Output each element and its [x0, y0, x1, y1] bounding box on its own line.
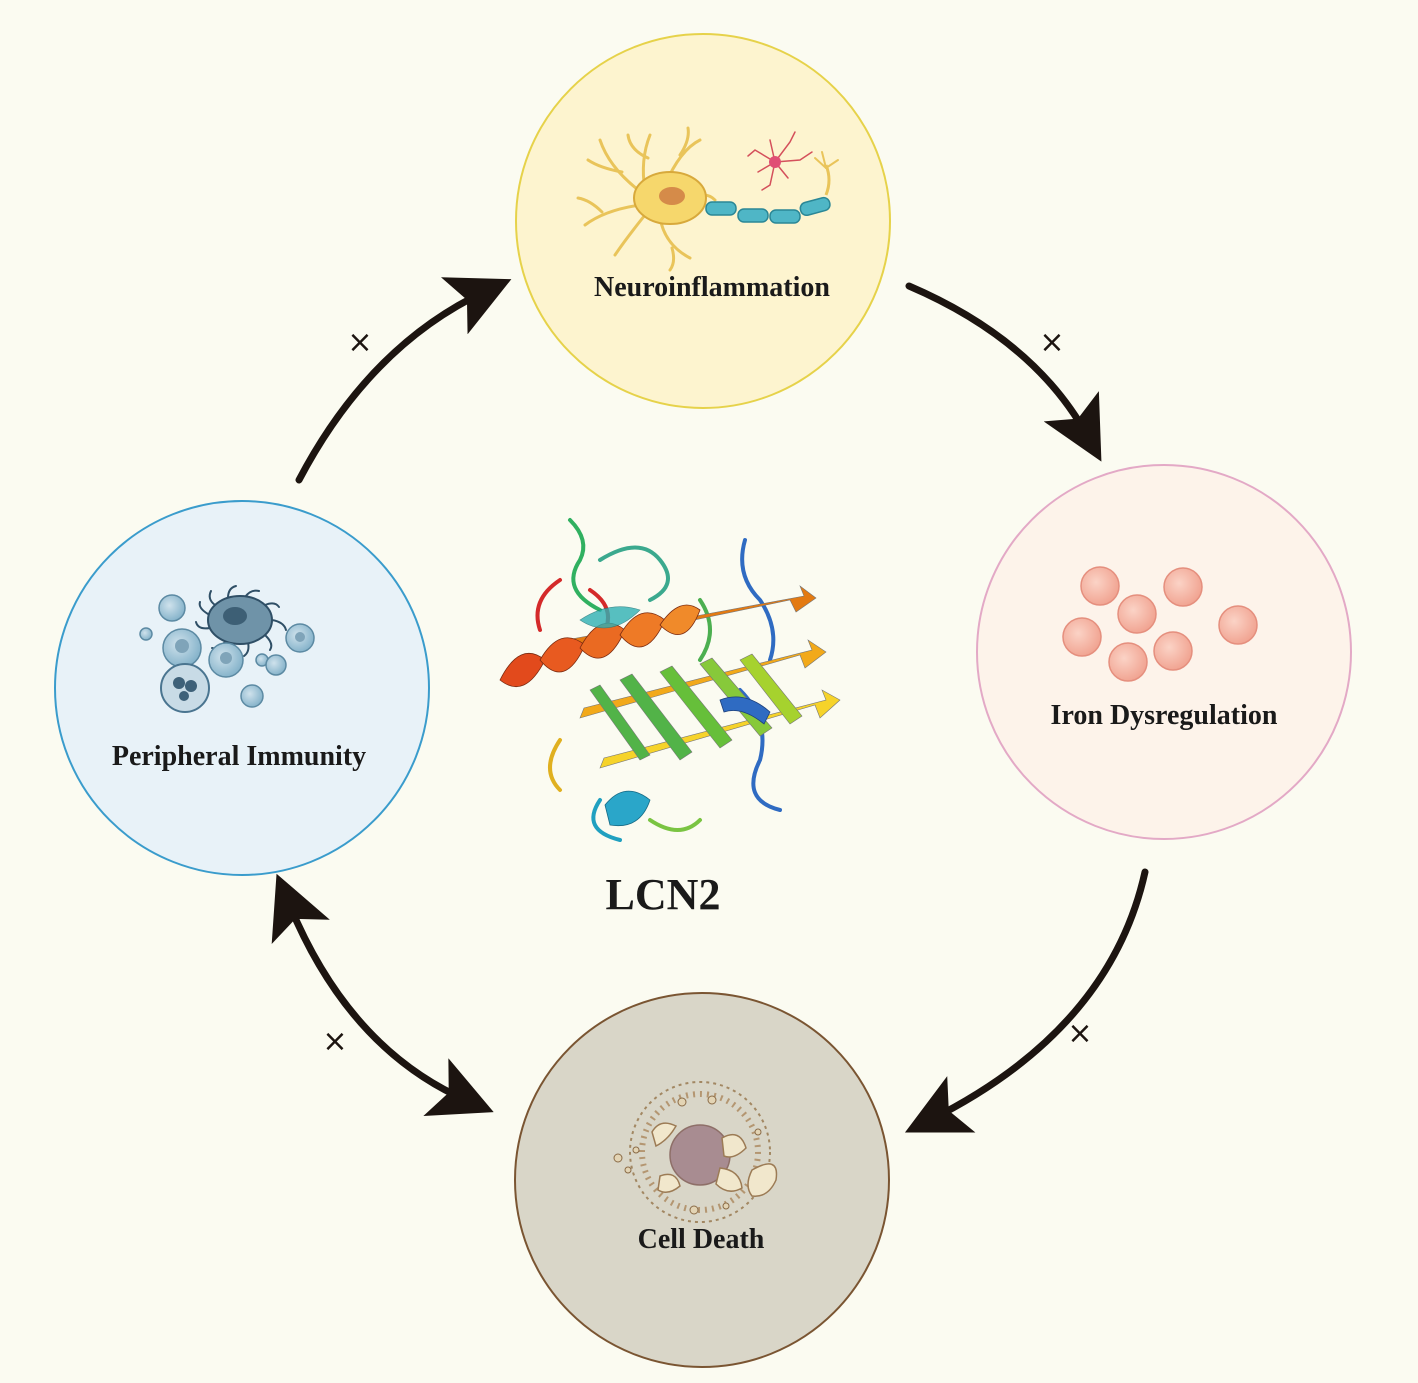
- edges: [271, 277, 1149, 1133]
- arrow-neuroinflammation-to-iron: [905, 282, 1102, 462]
- lcn2-label: LCN2: [606, 870, 721, 919]
- node-iron-dysregulation: Iron Dysregulation: [976, 464, 1352, 840]
- marker-iron-death: ×: [1067, 1016, 1092, 1051]
- arrow-immunity-cell-death-bidirectional: [271, 873, 494, 1117]
- marker-neuro-iron: ×: [1039, 325, 1064, 360]
- marker-immunity-neuro: ×: [347, 325, 372, 360]
- dying-cell-icon: [613, 1081, 778, 1223]
- cell-death-label: Cell Death: [638, 1224, 765, 1255]
- peripheral-immunity-label: Peripheral Immunity: [112, 741, 366, 772]
- neuron-icon: [576, 126, 839, 272]
- peripheral-immunity-circle: [54, 500, 430, 876]
- neuroinflammation-circle: [515, 33, 891, 409]
- node-cell-death: Cell Death: [514, 992, 890, 1368]
- iron-dysregulation-label: Iron Dysregulation: [1051, 700, 1278, 731]
- marker-immunity-death: ×: [322, 1024, 347, 1059]
- arrow-iron-to-cell-death: [904, 868, 1149, 1133]
- inhibition-markers: × × × ×: [322, 325, 1092, 1059]
- arrow-immunity-to-neuroinflammation: [295, 277, 512, 484]
- node-peripheral-immunity: Peripheral Immunity: [54, 500, 430, 876]
- red-blood-cells-icon: [1062, 566, 1258, 682]
- immune-cells-icon: [139, 585, 315, 713]
- lcn2-protein-structure: [499, 518, 841, 842]
- neuroinflammation-label: Neuroinflammation: [594, 272, 830, 303]
- node-neuroinflammation: Neuroinflammation: [515, 33, 891, 409]
